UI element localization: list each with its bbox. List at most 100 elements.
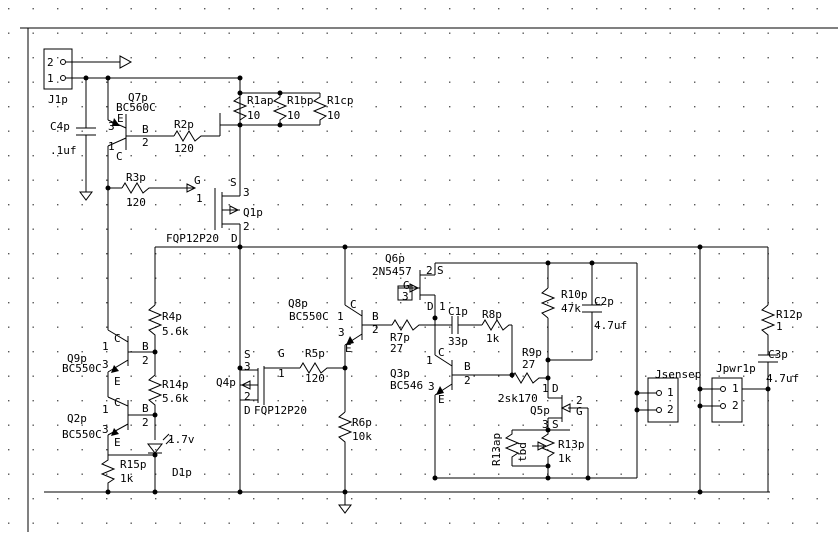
resistor-r12[interactable]: R12p 1 [760, 304, 803, 355]
q4-ref: Q4p [216, 376, 236, 389]
capacitor-c4[interactable]: C4p .1uf [50, 120, 96, 192]
j1-ref: J1p [48, 93, 68, 106]
q5-ref: Q5p [530, 404, 550, 417]
transistor-q4[interactable]: S 3 G 1 Q4p 2 D FQP12P20 [216, 347, 307, 417]
r10-ref: R10p [561, 288, 588, 301]
transistor-q6[interactable]: Q6p 2N5457 2 S G 3 D 1 [372, 252, 446, 318]
resistor-r13[interactable]: R13p 1k [532, 430, 585, 478]
q4-gate-label: G [278, 347, 285, 360]
r1b-value: 10 [287, 109, 300, 122]
r3-ref: R3p [126, 171, 146, 184]
q5-pin1: 1 [542, 382, 549, 395]
q4-type: FQP12P20 [254, 404, 307, 417]
c1-ref: C1p [448, 305, 468, 318]
transistor-q8[interactable]: Q8p BC550C 1 C B 2 3 E [288, 297, 379, 412]
capacitor-c1[interactable]: C1p 33p [448, 305, 482, 348]
q9-collector-label: C [114, 332, 121, 345]
r7-ref: R7p [390, 331, 410, 344]
q6-gate-label: G [403, 279, 410, 292]
r6-ref: R6p [352, 416, 372, 429]
r5-value: 120 [305, 372, 325, 385]
jpwr-pin2: 2 [732, 399, 739, 412]
ground-symbol-j1 [66, 55, 133, 69]
d1-value: 1.7v [168, 433, 195, 446]
q5-gate-label: G [576, 405, 583, 418]
transistor-q5[interactable]: 2sk170 D 1 2 G Q5p 3 S [498, 378, 589, 478]
q4-pin2: 2 [244, 390, 251, 403]
q2-pin2: 2 [142, 416, 149, 429]
resistor-r3[interactable]: R3p 120 [121, 171, 195, 209]
resistor-r4[interactable]: R4p 5.6k [147, 304, 189, 352]
q3-collector-label: C [438, 346, 445, 359]
q7-type: BC560C [116, 101, 156, 114]
q7-ref: Q7p [128, 91, 148, 104]
q2-ref: Q2p [67, 412, 87, 425]
q3-pin2: 2 [464, 374, 471, 387]
resistor-r6[interactable]: R6p 10k [337, 411, 372, 492]
q8-base-label: B [372, 310, 379, 323]
resistor-r15[interactable]: R15p 1k [100, 455, 147, 492]
q1-drain-label: D [231, 232, 238, 245]
q1-ref: Q1p [243, 206, 263, 219]
r13a-value: tbd [516, 442, 529, 462]
q2-base-label: B [142, 402, 149, 415]
q4-drain-label: D [244, 404, 251, 417]
resistor-r1a[interactable]: R1ap 10 [232, 93, 274, 125]
transistor-q7[interactable]: Q7p BC560C E 3 B 2 1 C [107, 91, 156, 330]
resistor-r9[interactable]: R9p 27 [511, 346, 548, 384]
q3-ref: Q3p [390, 367, 410, 380]
transistor-q2[interactable]: C 1 B 2 Q2p BC550C 3 E [62, 396, 155, 455]
resistor-r7[interactable]: R7p 27 [390, 319, 448, 355]
resistor-r2[interactable]: R2p 120 [173, 118, 220, 155]
resistor-r1c[interactable]: R1cp 10 [312, 93, 354, 125]
resistor-r10[interactable]: R10p 47k [540, 287, 588, 319]
r8-value: 1k [486, 332, 500, 345]
capacitor-c3[interactable]: C3p 4.7uf [758, 348, 799, 385]
resistor-r8[interactable]: R8p 1k [481, 308, 512, 345]
q6-pin2: 2 [426, 264, 433, 277]
c4-value: .1uf [50, 144, 77, 157]
resistor-r14[interactable]: R14p 5.6k [147, 374, 189, 440]
transistor-q9[interactable]: C 1 B 2 Q9p BC550C 3 E [62, 329, 155, 397]
transistor-q3[interactable]: C 1 Q3p BC546 B 2 3 E [390, 318, 512, 478]
capacitor-c2[interactable]: C2p 4.7uf [582, 295, 627, 332]
jsense-pin1: 1 [667, 386, 674, 399]
q5-pin3: 3 [542, 418, 549, 431]
transistor-q1[interactable]: G S 3 1 Q1p 2 FQP12P20 D [166, 174, 263, 492]
led-d1[interactable]: 1.7v D1p [146, 433, 195, 492]
q5-pin2: 2 [576, 394, 583, 407]
q6-pin1: 1 [439, 300, 446, 313]
r12-ref: R12p [776, 308, 803, 321]
resistor-r13a[interactable]: R13ap tbd [490, 430, 529, 466]
q7-pin2: 2 [142, 136, 149, 149]
resistor-r5[interactable]: R5p 120 [299, 347, 345, 385]
q7-base-label: B [142, 123, 149, 136]
q7-pin3: 3 [108, 120, 115, 133]
connector-j1[interactable]: 2 1 J1p [43, 48, 73, 106]
q2-collector-label: C [114, 396, 121, 409]
q2-emitter-label: E [114, 436, 121, 449]
ground-symbol-c4 [79, 191, 93, 201]
q1-source-label: S [230, 176, 237, 189]
resistor-r1b[interactable]: R1bp 10 [272, 93, 314, 125]
r14-ref: R14p [162, 378, 189, 391]
q3-pin3: 3 [428, 380, 435, 393]
r8-ref: R8p [482, 308, 502, 321]
junction-dots [83, 75, 771, 495]
connector-jsense[interactable]: 1 2 Jsensep [647, 368, 701, 423]
r15-value: 1k [120, 472, 134, 485]
r14-value: 5.6k [162, 392, 189, 405]
c3-ref: C3p [768, 348, 788, 361]
q1-type: FQP12P20 [166, 232, 219, 245]
q6-source-label: S [437, 264, 444, 277]
q6-pin3: 3 [402, 290, 409, 303]
q9-pin1: 1 [102, 340, 109, 353]
q9-pin2: 2 [142, 354, 149, 367]
c3-value: 4.7uf [766, 372, 799, 385]
r12-value: 1 [776, 320, 783, 333]
r13-value: 1k [558, 452, 572, 465]
connector-jpwr1[interactable]: 1 2 Jpwr1p [711, 362, 756, 423]
r1a-value: 10 [247, 109, 260, 122]
